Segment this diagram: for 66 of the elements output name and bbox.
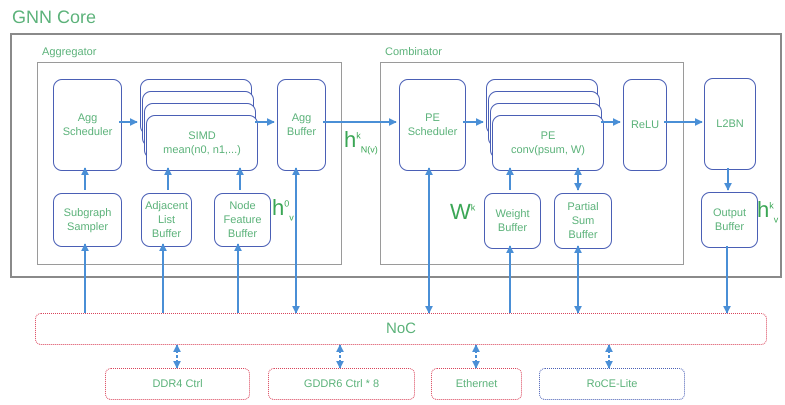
process-box (623, 79, 667, 171)
box-label: SIMD (187, 129, 217, 143)
arrow (605, 344, 613, 369)
box-label: Partial Sum Buffer (566, 200, 600, 242)
arrow (574, 167, 582, 191)
arrow (323, 118, 397, 126)
box-label: PE (540, 129, 556, 143)
process-box (277, 79, 326, 171)
process-box (53, 79, 122, 171)
arrow (236, 167, 244, 190)
process-box (399, 79, 466, 171)
arrow (81, 167, 89, 190)
port-box (539, 368, 685, 400)
arrow (506, 167, 514, 190)
box-label: Output Buffer (712, 206, 748, 234)
arrow (425, 167, 433, 314)
box-label: Ethernet (454, 377, 498, 391)
box-label: mean(n0, n1,...) (162, 143, 242, 157)
arrow (255, 118, 275, 126)
arrow (472, 344, 480, 369)
process-box (484, 193, 541, 249)
arrow (724, 168, 732, 191)
process-box (704, 78, 756, 170)
arrow (173, 344, 181, 369)
box-label: Node Feature Buffer (222, 199, 262, 241)
arrow (234, 243, 242, 313)
arrow (119, 118, 138, 126)
port-box (431, 368, 522, 400)
box-label: RoCE-Lite (586, 377, 638, 391)
process-box (554, 193, 612, 249)
box-label: DDR4 Ctrl (151, 377, 204, 391)
box-label: L2BN (715, 117, 745, 131)
math-symbol: W$^{k}$ (450, 200, 476, 224)
arrow (81, 243, 89, 313)
arrow (292, 167, 300, 314)
frame-title: GNN Core (12, 7, 96, 28)
arrow (723, 246, 731, 314)
arrow (336, 344, 344, 369)
arrow (159, 243, 167, 313)
box-label: ReLU (630, 118, 660, 132)
arrow (574, 245, 582, 314)
box-label: Adjacent List Buffer (144, 199, 189, 241)
arrow (601, 118, 621, 126)
arrow (463, 118, 484, 126)
process-box (53, 193, 122, 247)
bus-box (35, 313, 767, 345)
arrow (506, 245, 514, 313)
box-label: conv(psum, W) (510, 143, 586, 157)
arrow (164, 167, 172, 190)
box-label: PE Scheduler (406, 111, 458, 139)
port-box (105, 368, 250, 400)
process-box (701, 192, 758, 248)
port-box (268, 368, 415, 400)
process-box (214, 193, 271, 247)
box-label: Agg Buffer (286, 111, 318, 139)
stacked-box-drawing (140, 79, 258, 171)
box-label: NoC (384, 322, 417, 336)
box-label: Agg Scheduler (62, 111, 114, 139)
frame-title: Combinator (385, 46, 442, 58)
box-label: Weight Buffer (494, 207, 531, 235)
frame-title: Aggregator (42, 46, 96, 58)
stacked-box-drawing (486, 79, 604, 171)
arrow (664, 118, 703, 126)
box-label: Subgraph Sampler (62, 206, 112, 234)
process-box (141, 193, 192, 247)
box-label: GDDR6 Ctrl * 8 (302, 377, 380, 391)
